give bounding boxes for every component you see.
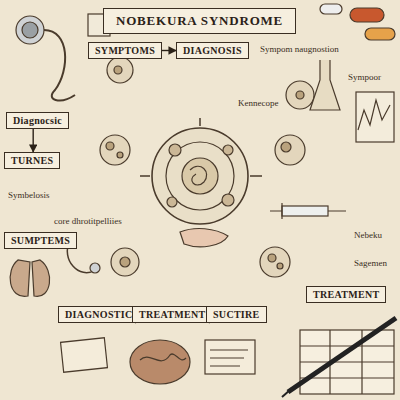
process-box: SUCTIRE bbox=[206, 306, 267, 323]
note-text: Sagemen bbox=[352, 258, 389, 268]
box-label: SUCTIRE bbox=[213, 309, 260, 320]
box-label: DIAGNOSIS bbox=[183, 45, 242, 56]
process-box: SUMPTEMS bbox=[4, 232, 77, 249]
box-label: TURNES bbox=[11, 155, 53, 166]
flow-arrow bbox=[162, 50, 176, 51]
note-text: Sympoor bbox=[346, 72, 383, 82]
process-box: DIAGNOSTIC bbox=[58, 306, 139, 323]
note-text: Symbelosis bbox=[6, 190, 52, 200]
box-label: Diagnocsic bbox=[13, 115, 62, 126]
box-label: SYMPTOMS bbox=[95, 45, 155, 56]
box-label: SUMPTEMS bbox=[11, 235, 70, 246]
box-label: DIAGNOSTIC bbox=[65, 309, 132, 320]
process-box: TREATMENT bbox=[132, 306, 212, 323]
title-box: NOBEKURA SYNDROME bbox=[103, 8, 296, 34]
process-box: DIAGNOSIS bbox=[176, 42, 249, 59]
process-box: Diagnocsic bbox=[6, 112, 69, 129]
process-box: TREATMENT bbox=[306, 286, 386, 303]
note-text: Sympom naugnostion bbox=[258, 44, 341, 54]
flow-arrow bbox=[32, 129, 33, 152]
box-label: TREATMENT bbox=[139, 309, 205, 320]
box-label: TREATMENT bbox=[313, 289, 379, 300]
note-text: core dhrotitpelliies bbox=[52, 216, 124, 226]
process-box: SYMPTOMS bbox=[88, 42, 162, 59]
process-box: TURNES bbox=[4, 152, 60, 169]
note-text: Nebeku bbox=[352, 230, 384, 240]
note-text: Kennecope bbox=[236, 98, 280, 108]
title-text: NOBEKURA SYNDROME bbox=[116, 13, 283, 29]
